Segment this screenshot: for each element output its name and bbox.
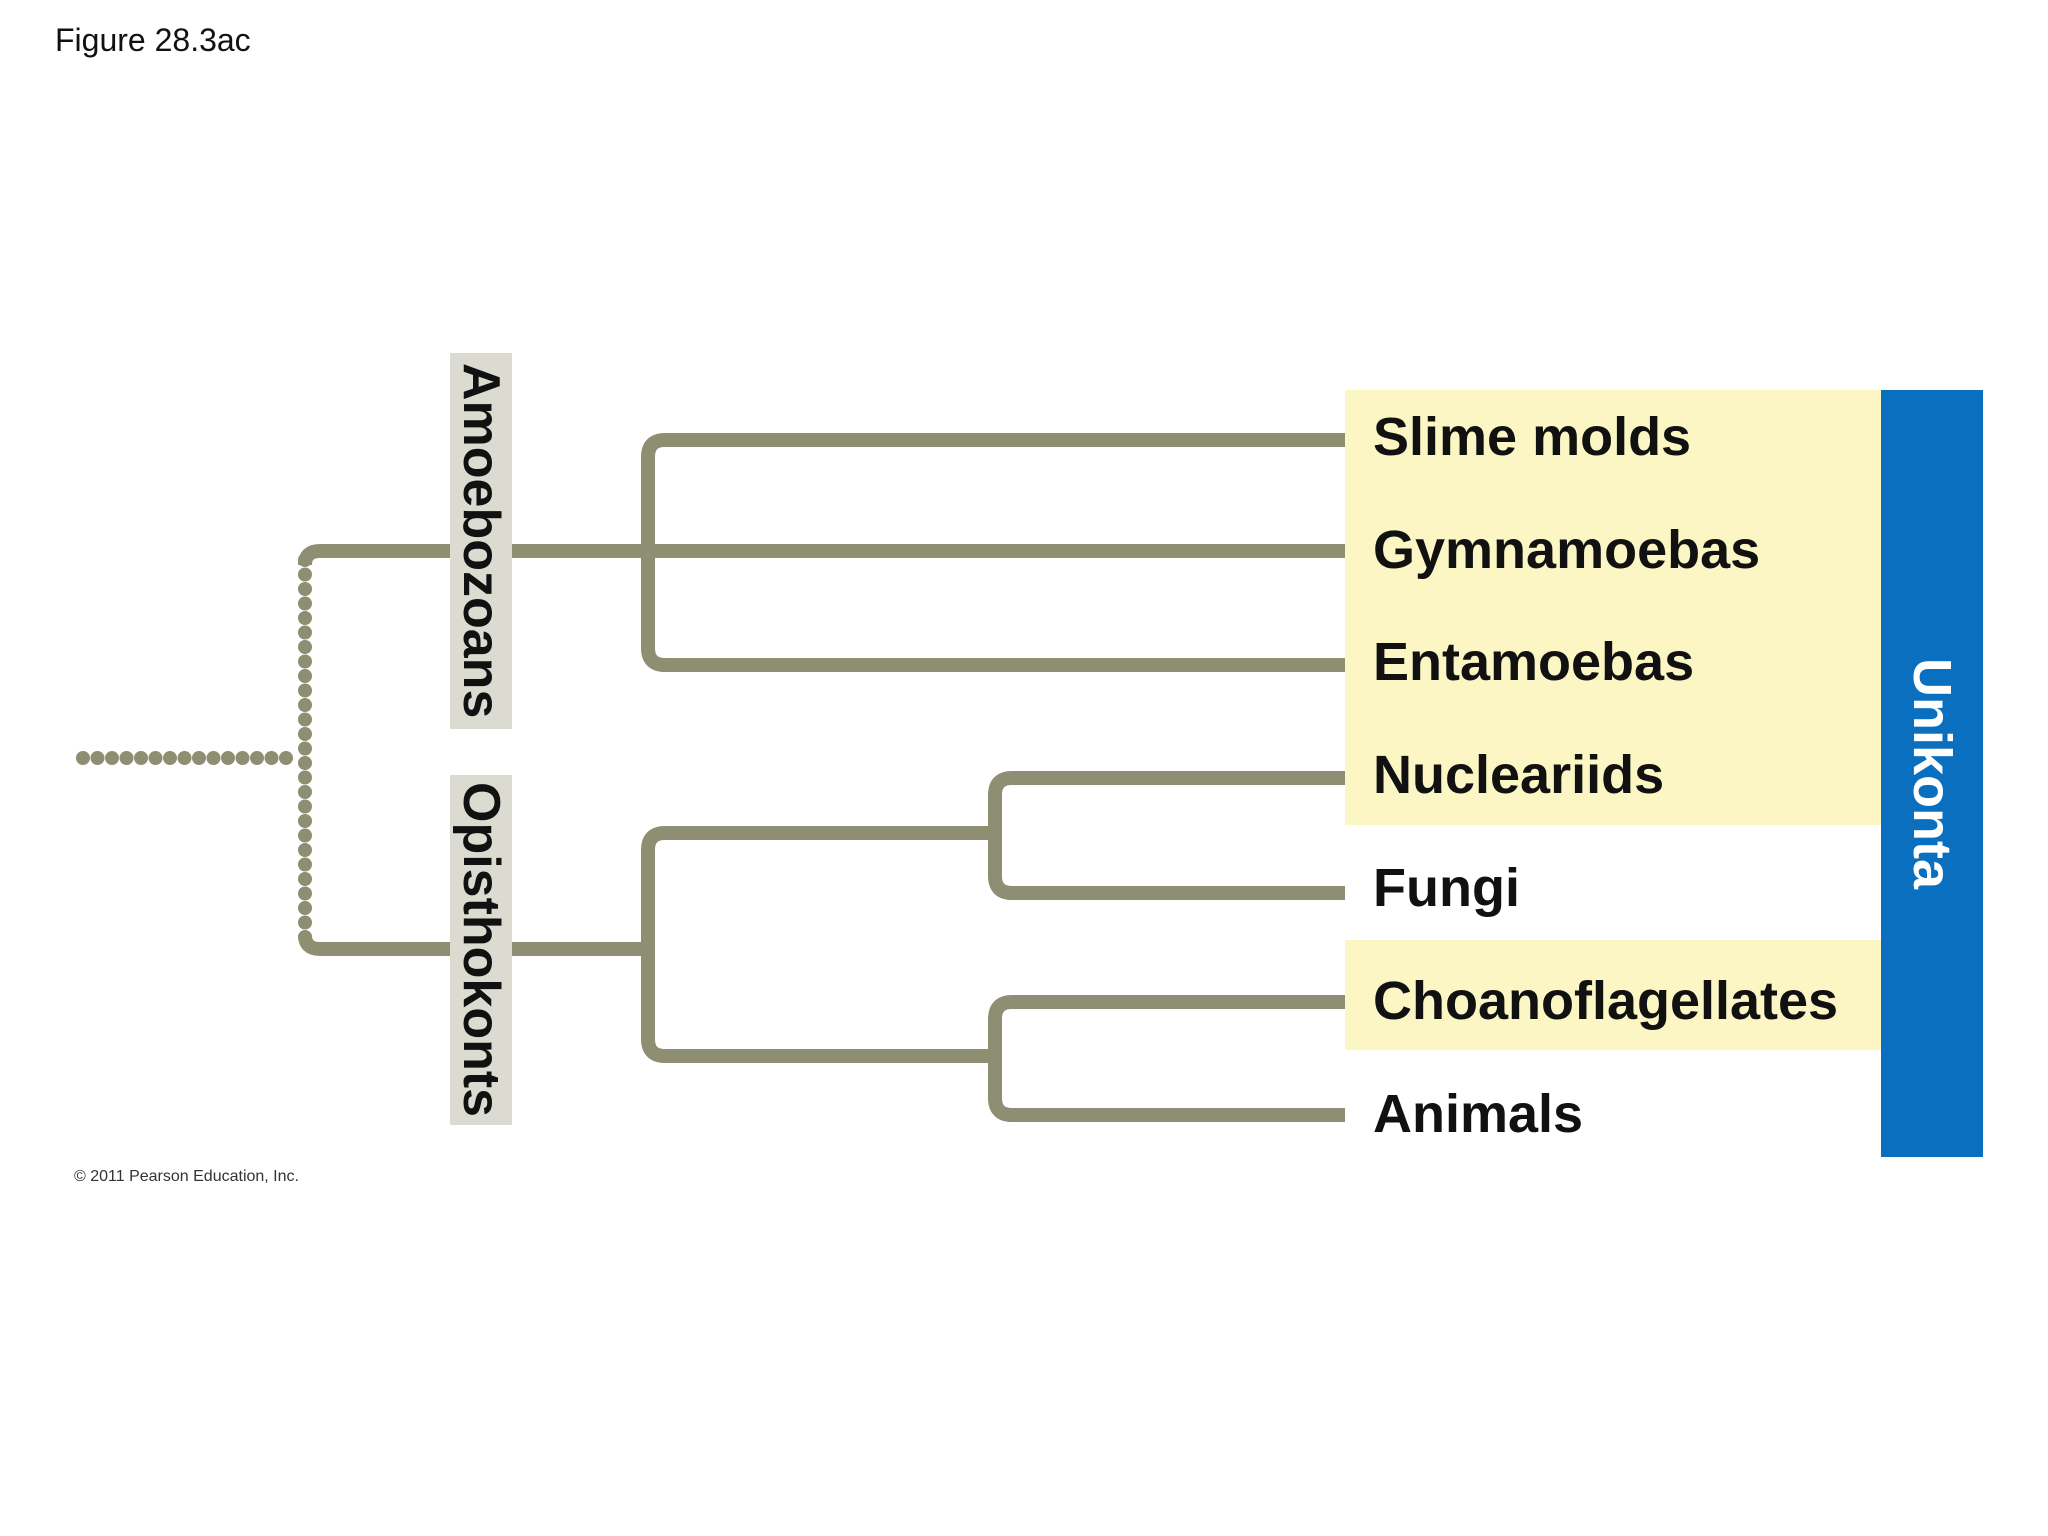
tree-branches — [76, 433, 1345, 1122]
taxon-fungi: Fungi — [1373, 858, 1520, 918]
protist-highlight-band-choanoflagellates — [1345, 940, 1882, 1050]
figure-label: Figure 28.3ac — [55, 22, 251, 58]
opisthokont-bracket — [641, 826, 995, 1063]
nucleariid-fungi-bracket — [988, 771, 1345, 900]
unikonta-bar: Unikonta — [1881, 390, 1983, 1157]
protist-highlight-band-upper — [1345, 390, 1882, 825]
amoebozoans-label: Amoebozoans — [452, 363, 510, 719]
opisthokonts-label-box: Opisthokonts — [450, 775, 512, 1125]
copyright-notice: © 2011 Pearson Education, Inc. — [74, 1168, 299, 1185]
opisthokont-stem — [298, 934, 648, 956]
choanoflagellate-animal-bracket — [988, 995, 1345, 1122]
taxon-nucleariids: Nucleariids — [1373, 745, 1665, 805]
taxon-animals: Animals — [1373, 1084, 1584, 1144]
opisthokonts-label: Opisthokonts — [452, 782, 510, 1118]
taxon-choanoflagellates: Choanoflagellates — [1373, 971, 1839, 1031]
amoebozoan-bracket — [641, 433, 1345, 672]
amoebozoans-label-box: Amoebozoans — [450, 353, 512, 729]
amoebozoan-stem — [298, 544, 1345, 566]
taxon-gymnamoebas: Gymnamoebas — [1373, 520, 1761, 580]
taxon-slime-molds: Slime molds — [1373, 407, 1692, 467]
unikonta-label: Unikonta — [1902, 657, 1962, 889]
taxon-entamoebas: Entamoebas — [1373, 632, 1695, 692]
